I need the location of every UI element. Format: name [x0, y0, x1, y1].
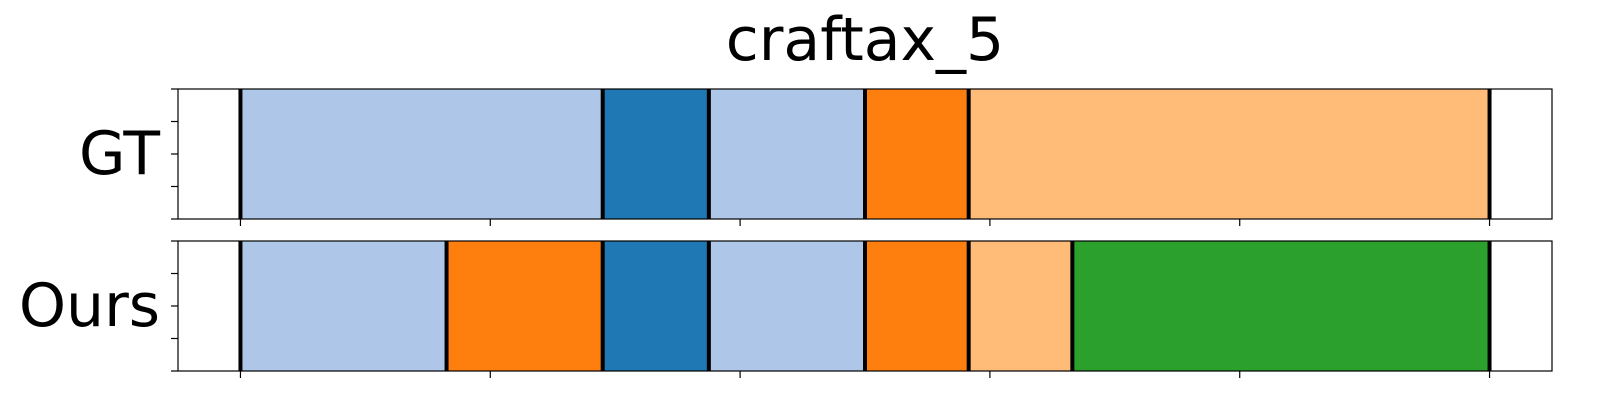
segment-ours-2 [602, 241, 709, 371]
segment-gt-4 [968, 89, 1490, 219]
segment-gt-0 [240, 89, 603, 219]
segment-gt-2 [708, 89, 865, 219]
segment-ours-5 [968, 241, 1073, 371]
segment-gt-1 [602, 89, 709, 219]
segment-gt-3 [865, 89, 969, 219]
row-label-gt: GT [78, 119, 160, 189]
segment-ours-4 [865, 241, 969, 371]
segment-ours-1 [446, 241, 603, 371]
row-label-ours: Ours [18, 271, 160, 341]
segment-ours-6 [1072, 241, 1490, 371]
segment-ours-3 [708, 241, 865, 371]
chart-title: craftax_5 [725, 5, 1005, 75]
segment-ours-0 [240, 241, 447, 371]
